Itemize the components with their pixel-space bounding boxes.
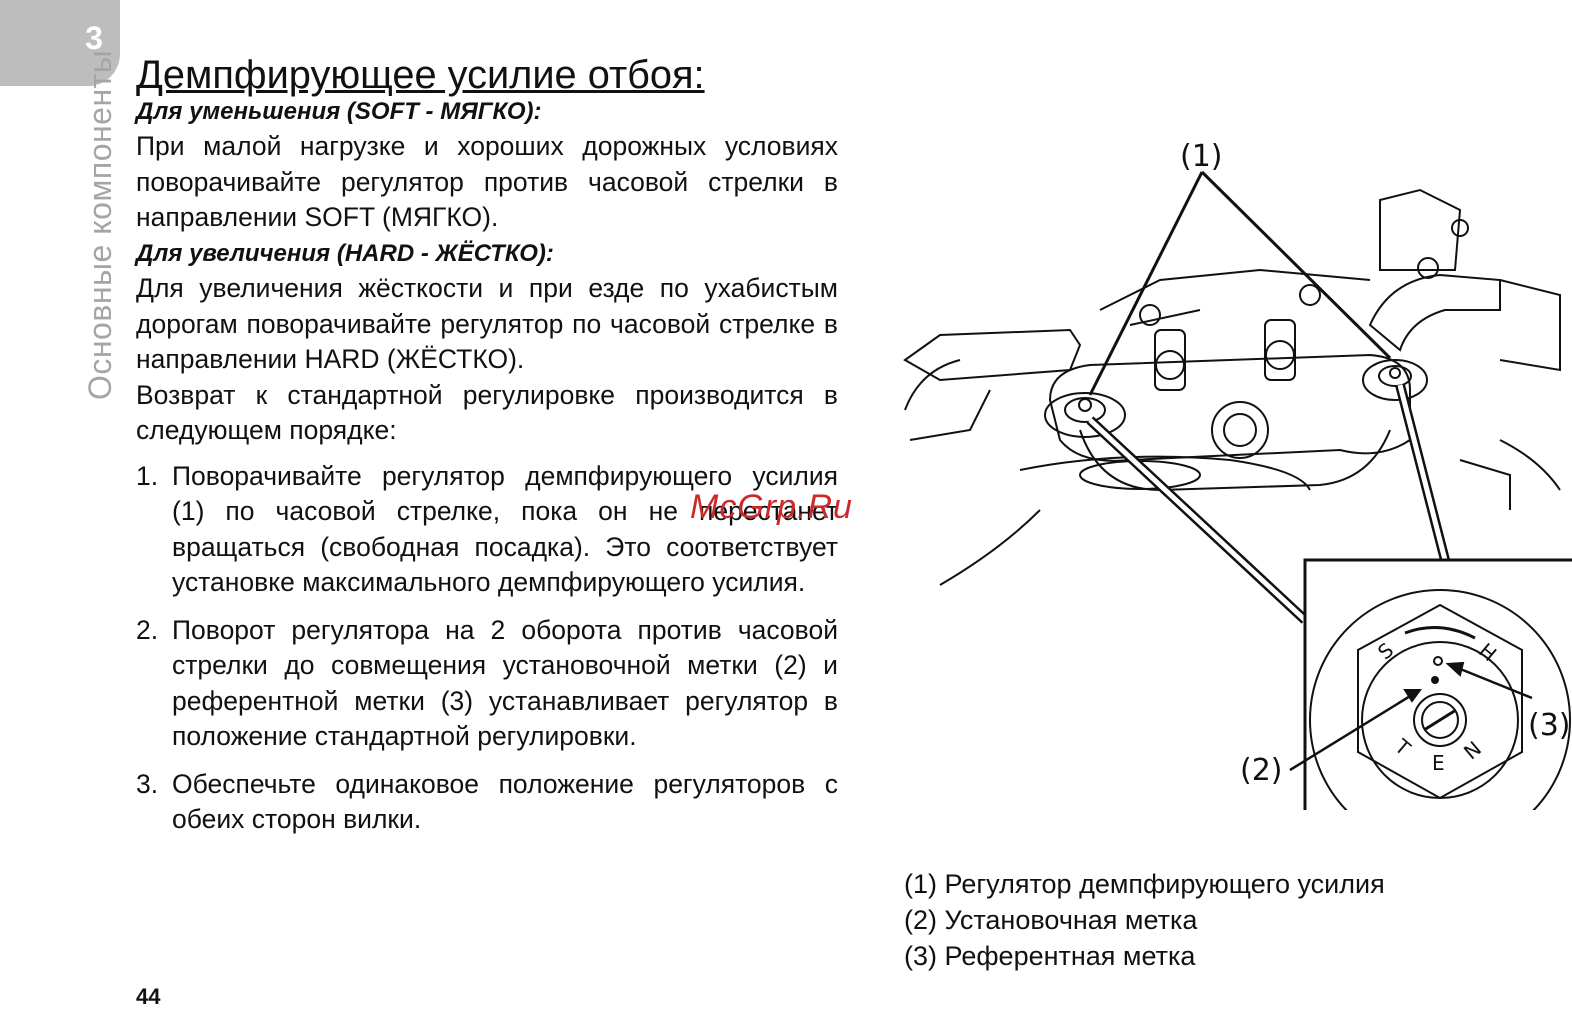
list-item: 3. Обеспечьте одинаковое положение регул…: [136, 767, 838, 838]
callout-2: (2): [1240, 753, 1283, 788]
list-item: 1. Поворачивайте регулятор демпфирующего…: [136, 459, 838, 601]
legend-item-3: (3) Референтная метка: [904, 941, 1196, 971]
step-number: 3.: [136, 768, 159, 799]
left-fork-cap: [1044, 392, 1126, 438]
figure-legend: (1) Регулятор демпфирующего усилия (2) У…: [904, 866, 1385, 974]
main-text-column: Демпфирующее усилие отбоя: Для уменьшени…: [136, 53, 838, 850]
inset-outer-ring: [1309, 589, 1571, 810]
legend-item-1: (1) Регулятор демпфирующего усилия: [904, 869, 1385, 899]
handlebar-right: [1368, 273, 1501, 352]
decrease-heading: Для уменьшения (SOFT - МЯГКО):: [136, 97, 542, 125]
list-item: 2. Поворот регулятора на 2 оборота проти…: [136, 613, 838, 755]
page-number: 44: [136, 984, 161, 1009]
watermark: McGrp.Ru: [690, 488, 853, 526]
handlebar-left: [903, 328, 1082, 382]
return-paragraph: Возврат к стандартной регулировке произв…: [136, 379, 838, 446]
step-text: Поворот регулятора на 2 оборота против ч…: [172, 614, 838, 752]
fork-adjuster-illustration: S H T E N (1) (2) (3): [903, 139, 1572, 810]
chapter-side-label: Основные компоненты: [82, 49, 118, 400]
callout-3: (3): [1528, 708, 1571, 743]
step-text: Обеспечьте одинаковое положение регулято…: [172, 768, 838, 835]
chapter-tab: [0, 0, 120, 86]
step-text: Поворачивайте регулятор демпфирующего ус…: [172, 460, 838, 598]
increase-heading: Для увеличения (HARD - ЖЁСТКО):: [136, 239, 554, 267]
right-fork-cap: [1362, 359, 1428, 401]
increase-paragraph: Для увеличения жёсткости и при езде по у…: [136, 273, 838, 374]
dial-mark-e: E: [1432, 751, 1445, 775]
step-number: 1.: [136, 460, 159, 491]
decrease-paragraph: При малой нагрузке и хороших дорожных ус…: [136, 131, 838, 232]
steps-list: 1. Поворачивайте регулятор демпфирующего…: [136, 459, 838, 838]
legend-item-2: (2) Установочная метка: [904, 905, 1198, 935]
callout-1: (1): [1180, 139, 1223, 174]
step-number: 2.: [136, 614, 159, 645]
chapter-number: 3: [85, 20, 103, 56]
section-title: Демпфирующее усилие отбоя:: [136, 53, 705, 97]
